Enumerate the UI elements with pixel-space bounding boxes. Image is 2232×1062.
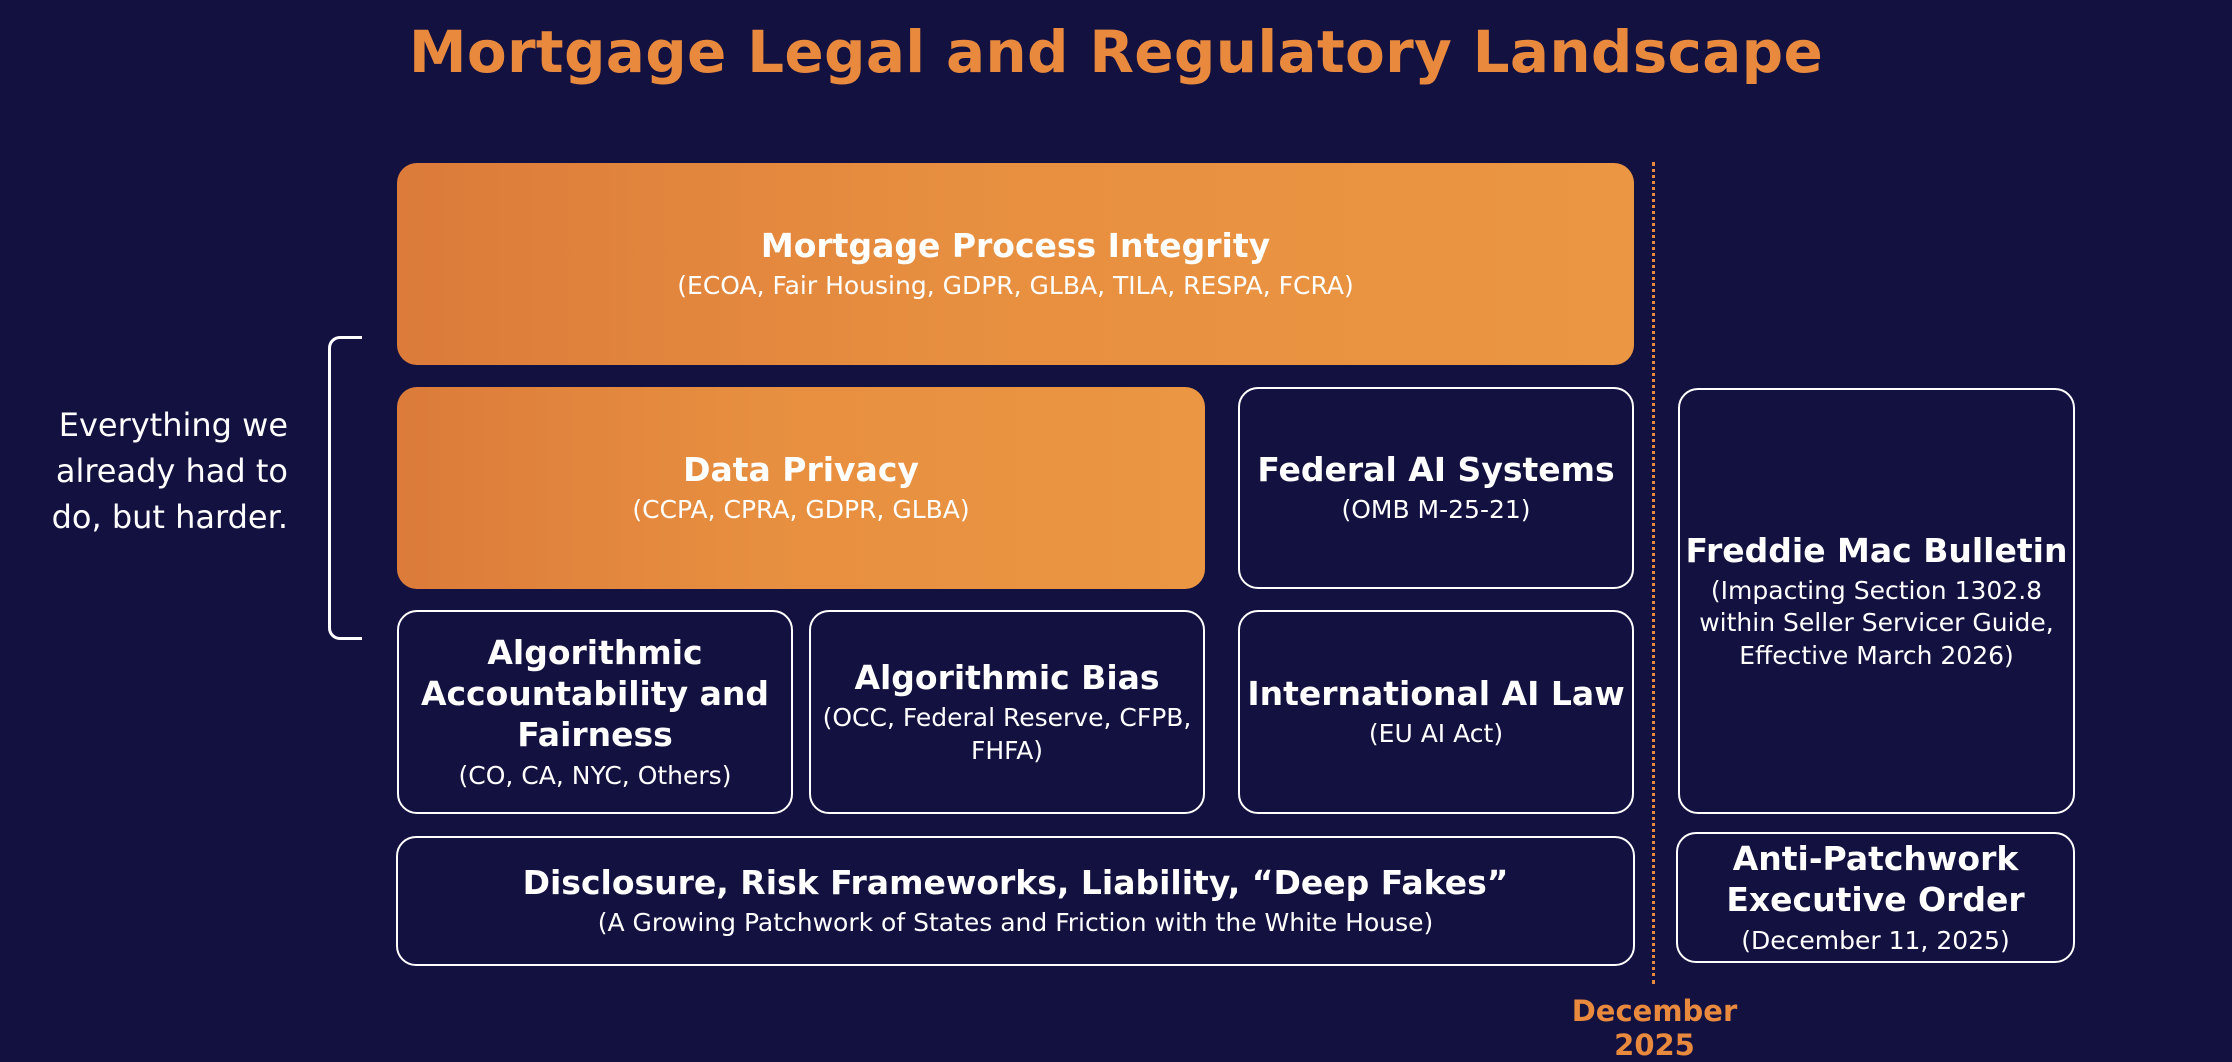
federal-ai-systems-box: Federal AI Systems (OMB M-25-21) [1238,387,1634,589]
box-title-line: Anti-Patchwork [1732,839,2019,878]
page-title: Mortgage Legal and Regulatory Landscape [408,18,1824,86]
freddie-mac-bulletin-box: Freddie Mac Bulletin (Impacting Section … [1678,388,2075,814]
timeline-date-label: December 2025 [1571,994,1738,1062]
box-subtitle-line: within Seller Servicer Guide, [1699,608,2054,638]
box-title: Data Privacy [683,450,919,490]
box-subtitle: (December 11, 2025) [1741,925,2010,955]
box-subtitle: (CO, CA, NYC, Others) [458,760,732,790]
box-subtitle-line: (Impacting Section 1302.8 [1710,575,2043,605]
box-title: Algorithmic Bias [854,657,1160,697]
box-subtitle: (A Growing Patchwork of States and Frict… [597,908,1434,938]
algorithmic-bias-box: Algorithmic Bias (OCC, Federal Reserve, … [809,610,1205,814]
data-privacy-box: Data Privacy (CCPA, CPRA, GDPR, GLBA) [397,387,1205,589]
side-note: Everything we already had to do, but har… [18,402,288,540]
box-subtitle-line: FHFA) [970,735,1044,765]
international-ai-law-box: International AI Law (EU AI Act) [1238,610,1634,814]
box-title: Disclosure, Risk Frameworks, Liability, … [522,863,1509,903]
box-subtitle: (CCPA, CPRA, GDPR, GLBA) [632,495,970,525]
timeline-divider [1652,162,1655,984]
side-note-line: already had to [55,452,288,490]
box-title: Mortgage Process Integrity [760,226,1271,266]
side-note-line: do, but harder. [51,498,288,536]
side-note-line: Everything we [58,406,288,444]
box-title-line: Algorithmic [487,632,703,672]
bracket [328,336,362,640]
box-subtitle-line: (OCC, Federal Reserve, CFPB, [822,703,1192,733]
box-title: International AI Law [1247,674,1625,714]
box-title-line: Fairness [517,715,673,755]
disclosure-risk-frameworks-box: Disclosure, Risk Frameworks, Liability, … [396,836,1635,966]
box-title-line: Accountability and [420,674,770,714]
algorithmic-accountability-box: Algorithmic Accountability and Fairness … [397,610,793,814]
box-title: Freddie Mac Bulletin [1685,530,2068,570]
box-subtitle: (EU AI Act) [1368,719,1504,749]
mortgage-process-integrity-box: Mortgage Process Integrity (ECOA, Fair H… [397,163,1634,365]
box-title-line: Executive Order [1726,880,2025,920]
box-subtitle: (OMB M-25-21) [1341,495,1531,525]
box-title: Federal AI Systems [1257,450,1615,490]
box-subtitle-line: Effective March 2026) [1739,640,2014,670]
anti-patchwork-executive-order-box: Anti-Patchwork Executive Order (December… [1676,832,2075,963]
box-subtitle: (ECOA, Fair Housing, GDPR, GLBA, TILA, R… [677,271,1354,301]
